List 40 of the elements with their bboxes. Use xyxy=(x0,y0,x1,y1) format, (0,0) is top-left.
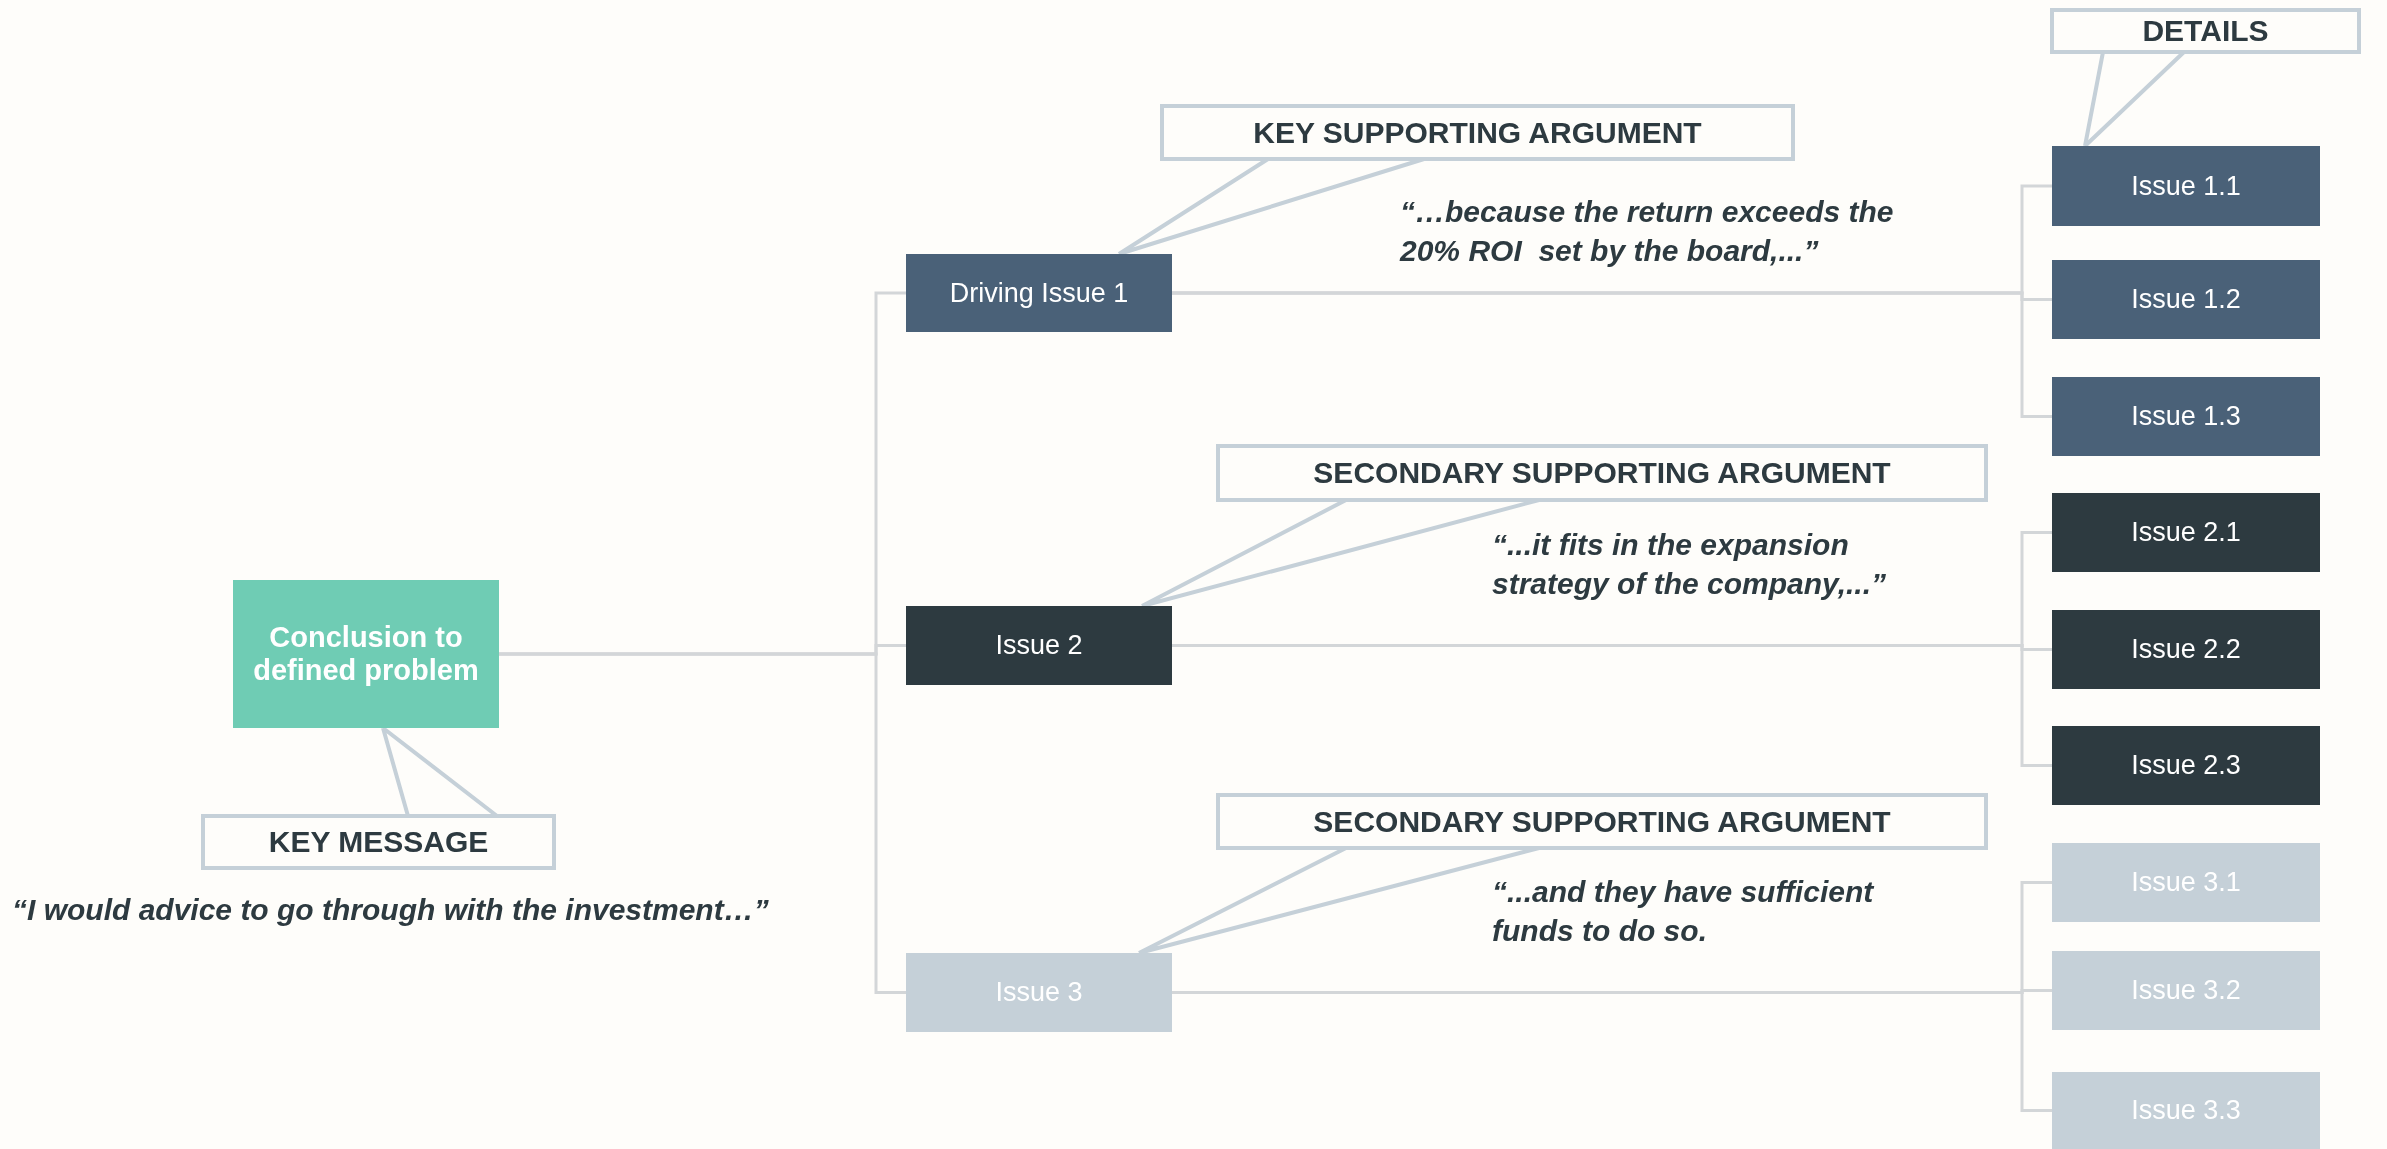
quote-text: “…because the return exceeds the 20% ROI set by the board,...” xyxy=(1400,194,1895,269)
node-label: Conclusion to defined problem xyxy=(252,620,480,688)
quote-text: “...it fits in the expansion strategy of the company,...” xyxy=(1492,527,1887,602)
callout-bubble xyxy=(201,814,556,870)
callout-heading: SECONDARY SUPPORTING ARGUMENT xyxy=(1313,804,1891,839)
node-label: Issue 1.1 xyxy=(2131,170,2241,202)
quote-text: “...and they have sufficient funds to do so. xyxy=(1492,874,1876,949)
issue-box xyxy=(906,953,1172,1032)
node-label: Issue 2.3 xyxy=(2131,750,2241,781)
callout-bubble xyxy=(1216,444,1988,502)
issue-box xyxy=(2052,146,2320,226)
issue-box xyxy=(906,606,1172,685)
issue-box xyxy=(2052,493,2320,572)
node-label: Issue 1.2 xyxy=(2131,284,2241,315)
node-label: Driving Issue 1 xyxy=(949,277,1129,309)
issue-box xyxy=(2052,377,2320,456)
conclusion-box xyxy=(233,580,499,728)
node-label: Issue 3.2 xyxy=(2131,975,2241,1006)
issue-box xyxy=(2052,726,2320,805)
node-label: Issue 2.2 xyxy=(2131,634,2241,665)
callout-heading: KEY SUPPORTING ARGUMENT xyxy=(1253,115,1702,150)
node-label: Issue 3.3 xyxy=(2131,1095,2241,1126)
quote-text: “I would advice to go through with the investment…” xyxy=(12,892,770,928)
issue-box xyxy=(2052,260,2320,339)
node-label: Issue 1.3 xyxy=(2131,401,2241,432)
node-label: Issue 2.1 xyxy=(2131,517,2241,548)
issue-box xyxy=(906,254,1172,332)
node-label: Issue 3.1 xyxy=(2131,867,2241,898)
callout-bubble xyxy=(1160,104,1795,161)
node-label: Issue 3 xyxy=(995,977,1083,1008)
node-label: Issue 2 xyxy=(995,630,1083,661)
callout-bubble xyxy=(2050,8,2361,54)
callout-heading: DETAILS xyxy=(2142,14,2269,48)
issue-box xyxy=(2052,951,2320,1030)
callout-heading: KEY MESSAGE xyxy=(268,825,489,859)
callout-bubble xyxy=(1216,793,1988,850)
issue-box xyxy=(2052,843,2320,922)
callout-heading: SECONDARY SUPPORTING ARGUMENT xyxy=(1313,456,1891,490)
issue-box xyxy=(2052,1072,2320,1149)
issue-box xyxy=(2052,610,2320,689)
